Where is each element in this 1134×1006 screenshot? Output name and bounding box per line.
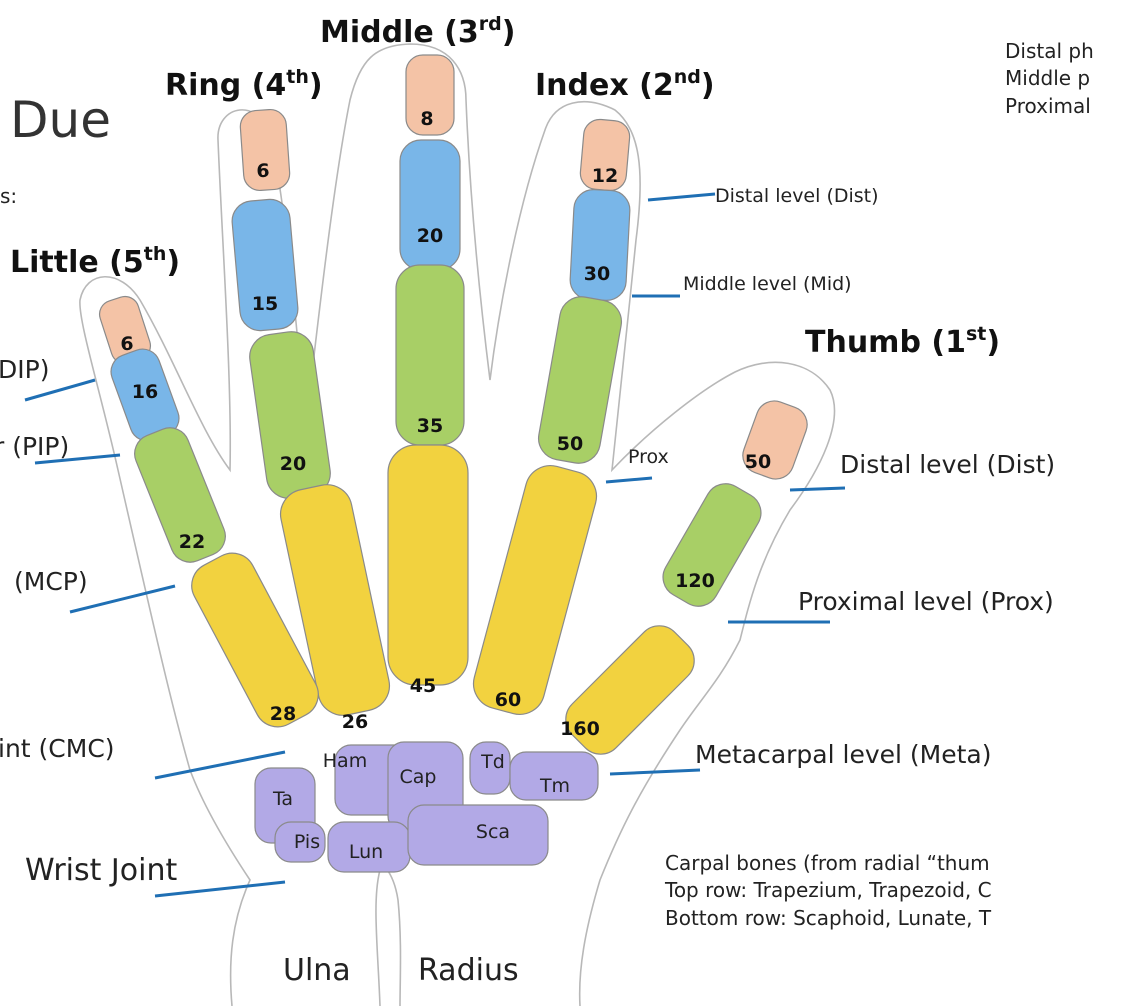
label-cmc: int (CMC)	[0, 734, 115, 763]
note-bottom-2: Top row: Trapezium, Trapezoid, C	[664, 878, 992, 902]
label-pip: r (PIP)	[0, 432, 69, 461]
index-dist-value: 12	[592, 165, 618, 187]
carpal-label-ta: Ta	[272, 788, 293, 810]
label-mcp: (MCP)	[14, 567, 88, 596]
ring-prox-value: 20	[280, 453, 306, 475]
label-index-distal: Distal level (Dist)	[715, 185, 879, 207]
finger-title-little: Little (5th)	[10, 243, 180, 280]
label-ulna: Ulna	[283, 953, 351, 988]
note-bottom-3: Bottom row: Scaphoid, Lunate, T	[665, 906, 992, 930]
label-wrist-joint: Wrist Joint	[25, 853, 177, 888]
little-prox-value: 22	[179, 531, 205, 553]
middle-mid-bone	[400, 140, 460, 270]
leader-index-prox	[606, 478, 652, 482]
label-index-prox: Prox	[628, 446, 669, 468]
forearm-divider	[376, 867, 401, 1006]
leader-index-distal	[648, 194, 715, 200]
finger-title-thumb: Thumb (1st)	[805, 323, 1000, 360]
index-prox-value: 50	[557, 433, 583, 455]
note-bottom-1: Carpal bones (from radial “thum	[665, 851, 990, 875]
carpal-label-tm: Tm	[539, 775, 570, 797]
label-dip: DIP)	[0, 355, 49, 384]
label-thumb-prox: Proximal level (Prox)	[798, 587, 1054, 616]
index-meta-value: 60	[495, 689, 521, 711]
thumb-prox-value: 120	[675, 570, 715, 592]
carpal-label-ham: Ham	[323, 750, 367, 772]
leader-thumb-distal	[790, 488, 845, 490]
carpal-label-lun: Lun	[349, 841, 383, 863]
ring-mid-value: 15	[252, 293, 278, 315]
note-top-1: Distal ph	[1005, 39, 1094, 63]
middle-meta-bone	[388, 445, 468, 685]
carpal-label-cap: Cap	[400, 766, 437, 788]
little-dist-value: 6	[120, 333, 133, 355]
note-top-3: Proximal	[1005, 94, 1091, 118]
carpal-label-td: Td	[480, 751, 505, 773]
thumb-meta-value: 160	[560, 718, 600, 740]
label-index-middle: Middle level (Mid)	[683, 273, 852, 295]
finger-title-ring: Ring (4th)	[165, 66, 323, 103]
ring-meta-value: 26	[342, 711, 368, 733]
finger-title-middle: Middle (3rd)	[320, 13, 515, 50]
little-mid-value: 16	[132, 381, 158, 403]
middle-prox-value: 35	[417, 415, 443, 437]
label-radius: Radius	[418, 953, 519, 988]
note-top-2: Middle p	[1005, 66, 1090, 90]
thumb-meta-bone	[557, 617, 703, 763]
carpal-label-sca: Sca	[476, 821, 510, 843]
subheading-fragment: s:	[0, 184, 17, 208]
ring-prox-bone	[247, 329, 333, 501]
index-mid-value: 30	[584, 263, 610, 285]
label-thumb-distal: Distal level (Dist)	[840, 450, 1055, 479]
heading-fragment: Due	[10, 91, 111, 149]
finger-title-index: Index (2nd)	[535, 66, 715, 103]
little-meta-value: 28	[270, 703, 296, 725]
ring-dist-value: 6	[256, 160, 269, 182]
thumb-dist-value: 50	[745, 451, 771, 473]
index-meta-bone	[468, 460, 602, 720]
middle-meta-value: 45	[410, 675, 436, 697]
leader-meta	[610, 770, 700, 774]
label-meta: Metacarpal level (Meta)	[695, 740, 991, 769]
carpal-label-pis: Pis	[294, 831, 320, 853]
thumb-prox-bone	[656, 476, 769, 613]
middle-mid-value: 20	[417, 225, 443, 247]
middle-dist-value: 8	[420, 108, 433, 130]
